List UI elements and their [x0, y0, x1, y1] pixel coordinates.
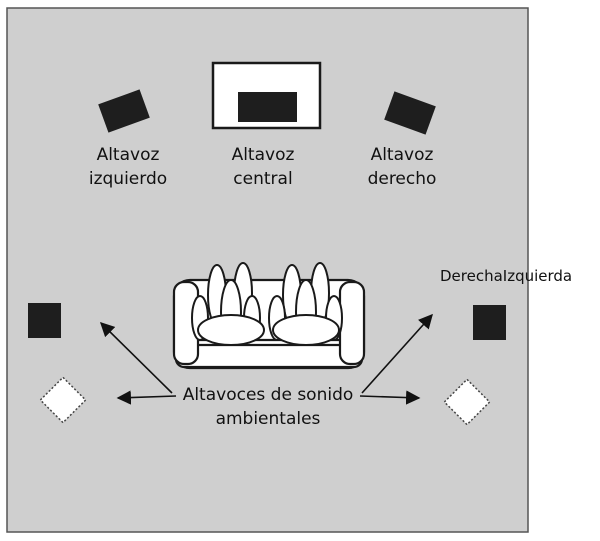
surround-left-speaker — [28, 303, 61, 338]
arrow-to-right-surround — [361, 313, 433, 394]
front-left-speaker — [98, 89, 150, 133]
rear-left-speaker — [39, 376, 87, 424]
label-front-right: Altavoz derecho — [367, 145, 437, 189]
arrows — [99, 313, 433, 405]
rear-right-speaker — [443, 378, 491, 426]
arrow-to-left-surround — [99, 321, 173, 394]
label-surround: Altavoces de sonido ambientales — [182, 385, 354, 429]
front-right-speaker — [384, 91, 436, 135]
center-speaker — [238, 92, 297, 122]
label-center: Altavoz central — [231, 145, 295, 189]
label-front-left: Altavoz izquierdo — [88, 145, 168, 189]
arrow-to-right-rear — [359, 390, 421, 405]
surround-right-speaker — [473, 305, 506, 340]
label-surround-sides: DerechaIzquierda — [440, 267, 573, 285]
arrow-to-left-rear — [116, 390, 177, 405]
seated-people — [191, 262, 343, 346]
